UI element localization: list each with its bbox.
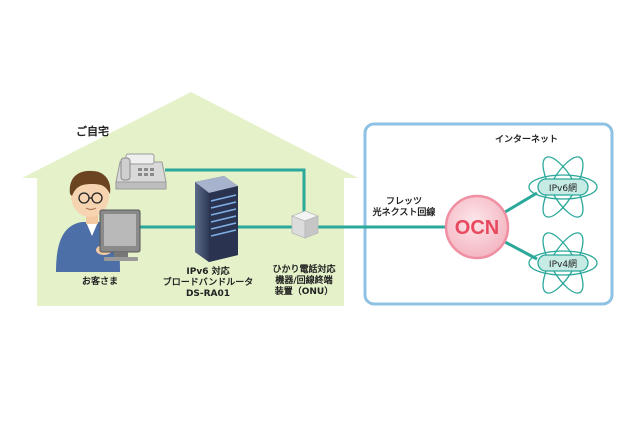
computer-icon [99, 209, 141, 261]
onu-label-line1: ひかり電話対応 [272, 265, 336, 275]
home-title: ご自宅 [76, 125, 109, 138]
line-label-line1: フレッツ [385, 197, 422, 207]
router-label-line2: ブロードバンドルータ [162, 278, 254, 288]
onu-label-line2: 機器/回線終端 [275, 276, 333, 286]
line-label-line2: 光ネクスト回線 [372, 208, 436, 218]
router-label-line3: DS-RA01 [185, 289, 231, 299]
ipv6-network: IPv6網 [528, 156, 598, 218]
onu-label-line3: 装置（ONU） [274, 287, 334, 297]
router-icon [195, 176, 238, 262]
onu-label: ひかり電話対応 機器/回線終端 装置（ONU） [266, 265, 342, 298]
ocn-label: OCN [455, 217, 499, 239]
line-label: フレッツ 光ネクスト回線 [364, 197, 444, 219]
router-label: IPv6 対応 ブロードバンドルータ DS-RA01 [160, 267, 256, 300]
customer-label: お客さま [82, 277, 119, 287]
network-lines [140, 168, 538, 261]
router-label-line1: IPv6 対応 [186, 267, 230, 277]
ipv6-label: IPv6網 [549, 182, 577, 194]
ipv4-network: IPv4網 [528, 232, 598, 294]
internet-title: インターネット [495, 135, 559, 145]
ipv4-label: IPv4網 [549, 258, 577, 270]
phone-icon [115, 153, 167, 190]
onu-icon [290, 210, 320, 239]
ocn-node: OCN [444, 194, 510, 260]
